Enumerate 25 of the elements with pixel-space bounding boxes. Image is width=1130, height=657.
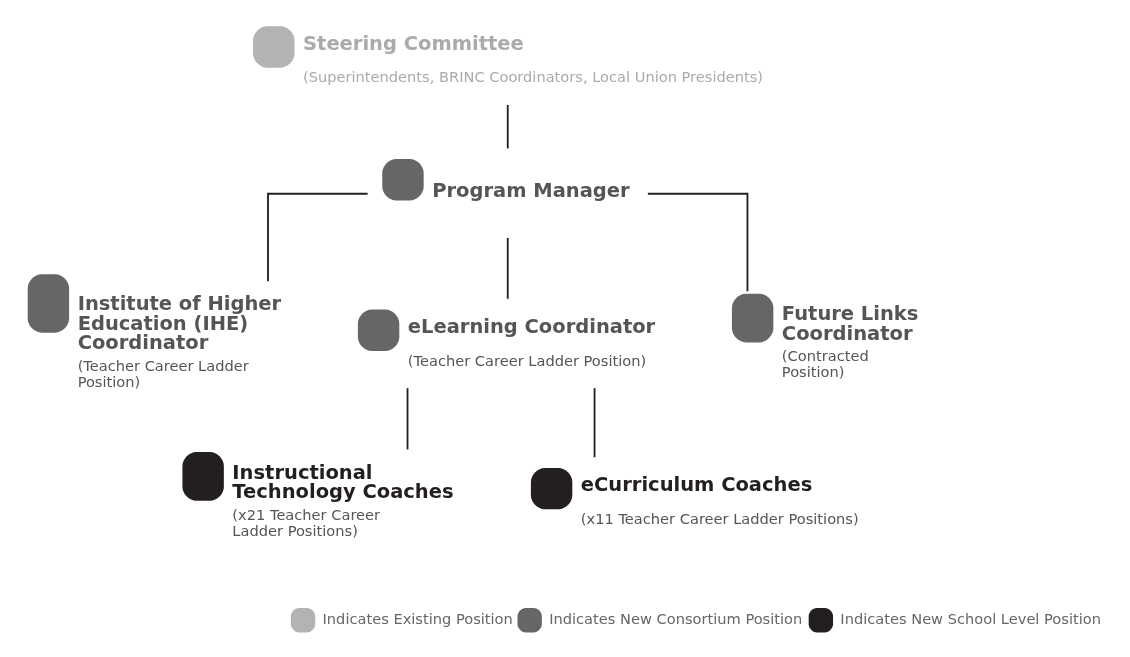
node-label: (Teacher Career Ladder Position): [407, 351, 647, 369]
node-label: Future Links Coordinator: [781, 301, 919, 345]
node-label: (x21 Teacher Career Ladder Positions): [232, 505, 381, 539]
connector: [506, 103, 509, 149]
node-box: [27, 273, 70, 333]
node-label: (Teacher Career Ladder Position): [77, 356, 249, 390]
legend-label: Indicates New Consortium Position: [549, 609, 803, 627]
node-label: (Contracted Position): [781, 346, 869, 380]
legend-label: Indicates New School Level Position: [840, 609, 1101, 627]
connector: [267, 192, 369, 282]
node-label: (Superintendents, BRINC Coordinators, Local Union Presidents): [303, 67, 764, 85]
node-label: Instructional Technology Coaches: [232, 460, 454, 503]
node-label: Steering Committee: [303, 31, 524, 55]
connector: [646, 192, 749, 292]
node-label: Institute of Higher Education (IHE) Coordinator: [77, 291, 282, 354]
node-label: Program Manager: [432, 178, 630, 202]
connector: [406, 386, 409, 450]
connector: [506, 236, 509, 300]
node-label: (x11 Teacher Career Ladder Positions): [580, 509, 859, 527]
node-label: eCurriculum Coaches: [580, 472, 813, 496]
connector: [593, 386, 596, 458]
node-box: [182, 451, 224, 501]
legend-label: Indicates Existing Position: [322, 609, 513, 627]
node-box: [731, 293, 774, 342]
node-label: eLearning Coordinator: [407, 314, 656, 338]
